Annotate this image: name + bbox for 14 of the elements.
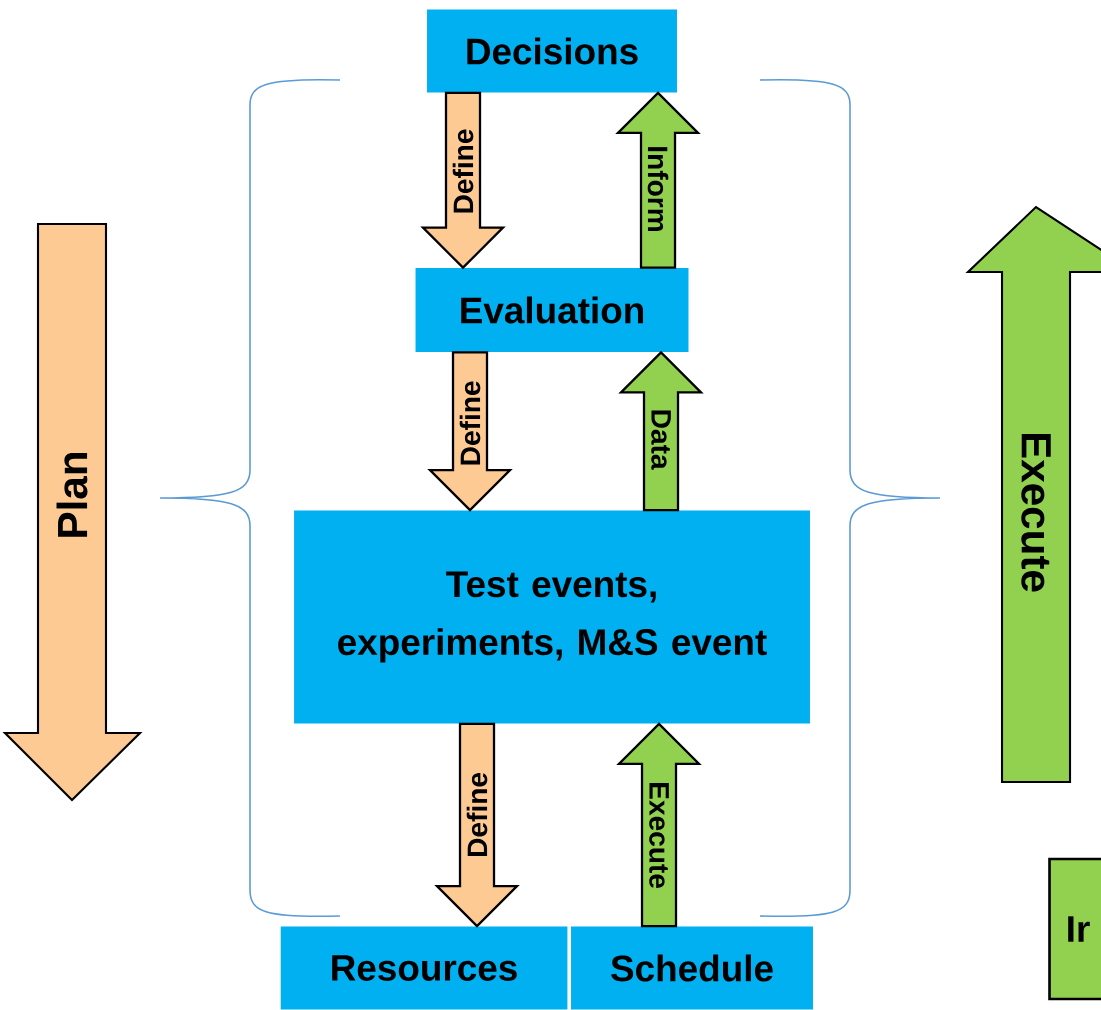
process-box: Ir <box>1048 857 1101 1001</box>
edge-label: Data <box>651 410 671 470</box>
edge-label: Define <box>459 381 481 465</box>
edge-label: Define <box>452 129 474 213</box>
edge-label: Define <box>466 772 488 856</box>
process-box: Evaluation <box>415 268 689 352</box>
edge-label: Inform <box>647 147 669 231</box>
edge-label: Execute <box>649 783 669 889</box>
arrow-label: Execute <box>1021 433 1051 592</box>
process-box: Decisions <box>427 9 677 93</box>
process-box: Test events, experiments, M&S event <box>294 510 810 724</box>
process-box: Schedule <box>571 926 813 1010</box>
arrow-label: Plan <box>56 453 88 537</box>
process-box: Resources <box>280 926 568 1010</box>
